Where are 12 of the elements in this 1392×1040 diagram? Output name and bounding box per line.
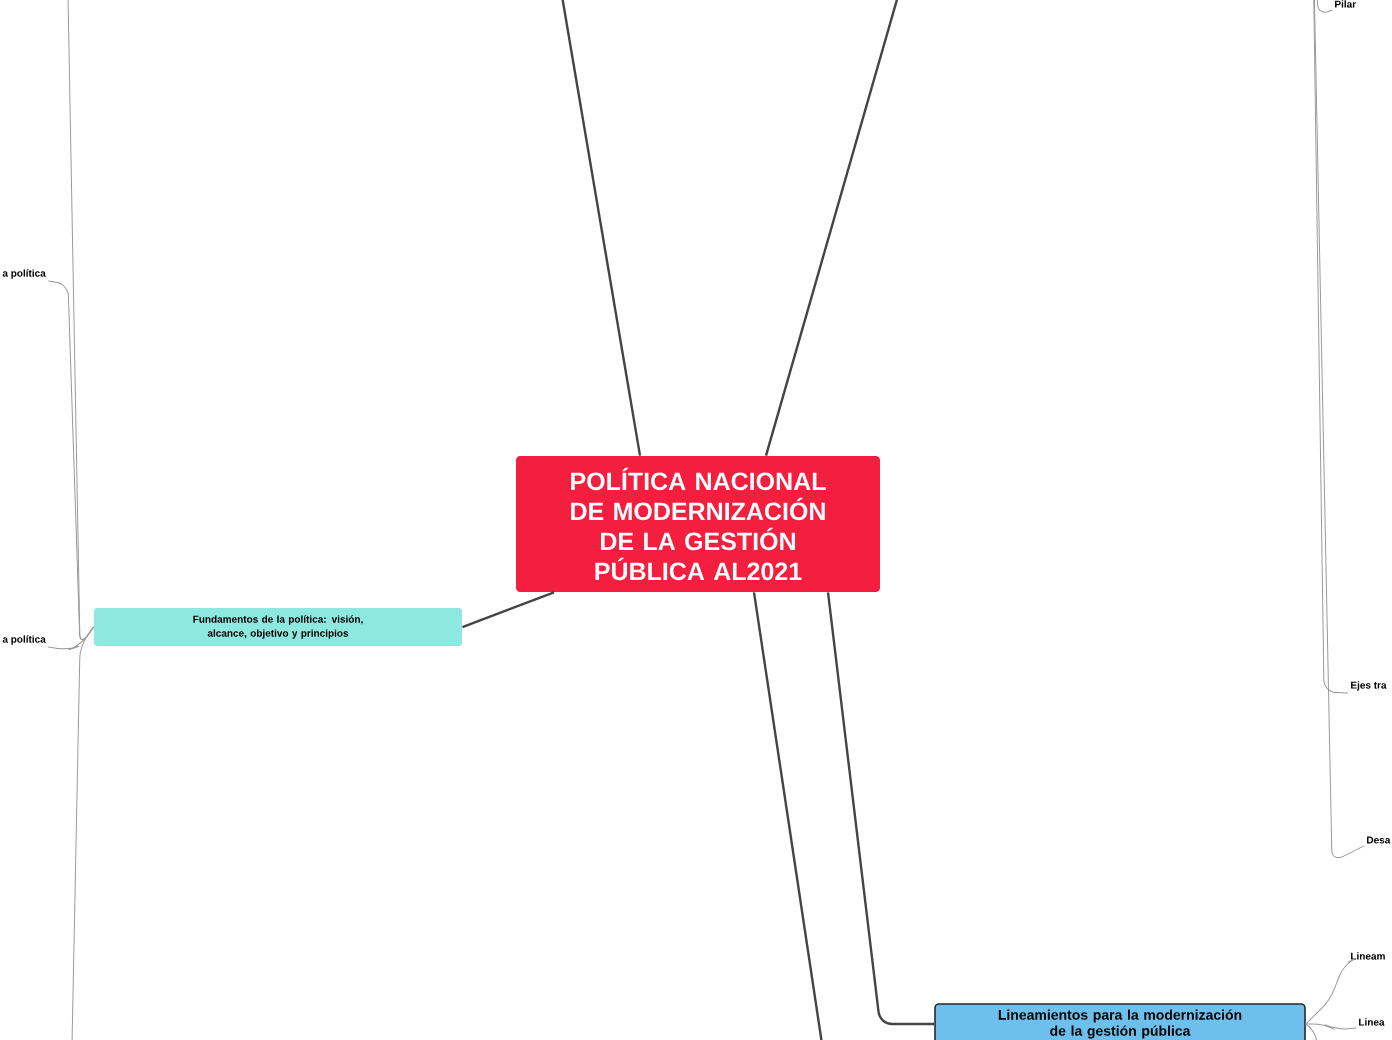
connector-line — [560, 0, 642, 456]
connector-line — [826, 592, 935, 1026]
branch-line — [1305, 958, 1356, 1025]
central-topic-box: POLÍTICA NACIONAL DE MODERNIZACIÓN DE LA GESTIÓN PÚBLICA AL2021 — [516, 456, 880, 592]
branch-line — [1305, 1023, 1357, 1030]
connector-line — [764, 0, 900, 456]
connector-line — [752, 592, 824, 1040]
branch-line — [1311, 0, 1349, 694]
branch-line — [1311, 0, 1333, 13]
branch-line — [1311, 0, 1365, 859]
connector-line — [462, 591, 555, 629]
branch-line — [71, 626, 95, 1040]
